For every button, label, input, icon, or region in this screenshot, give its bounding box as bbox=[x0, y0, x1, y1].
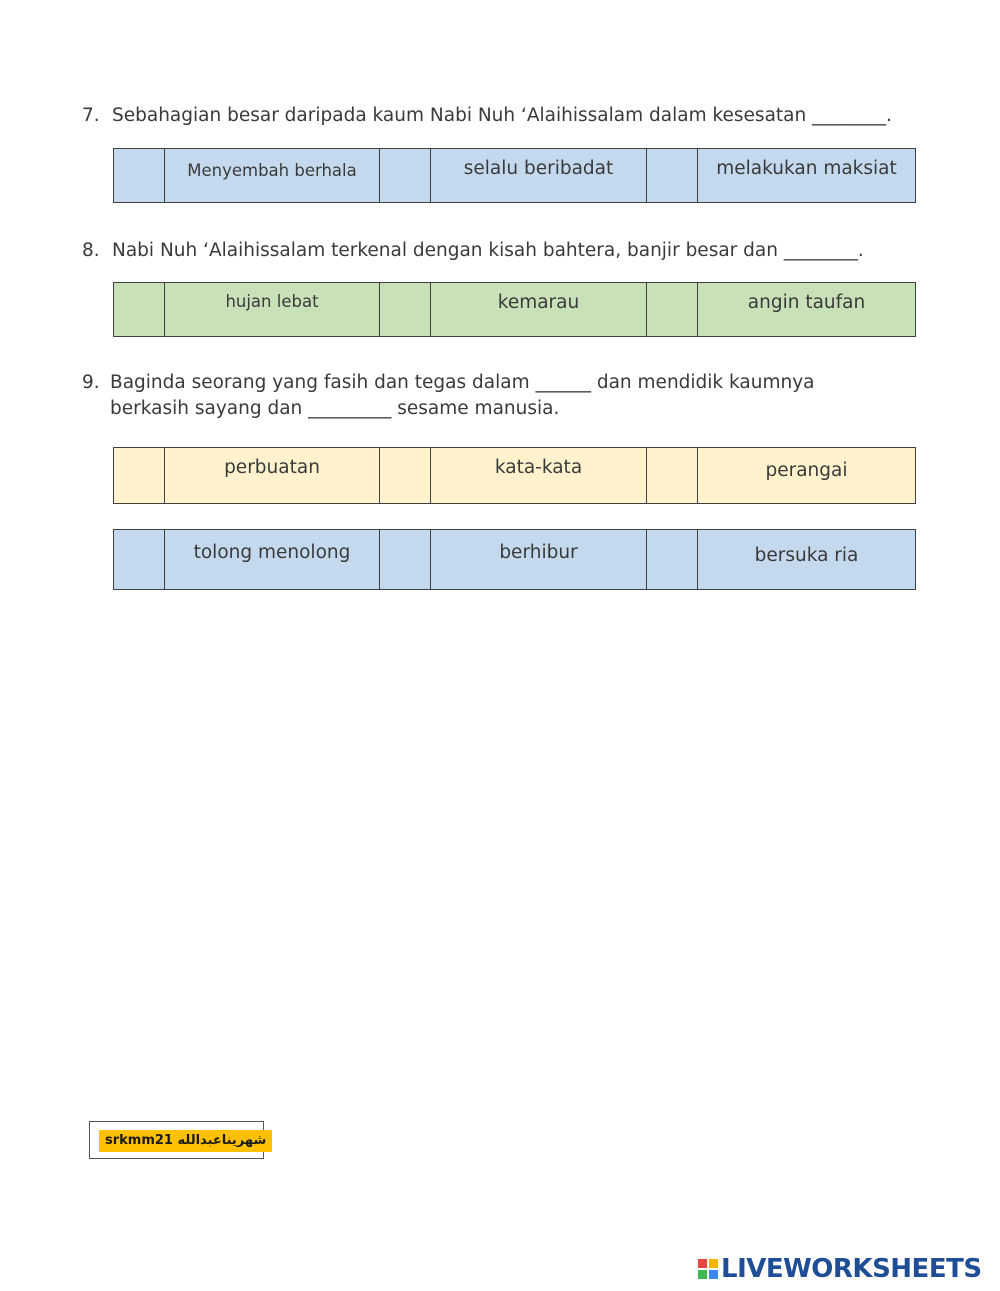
answer-checkbox[interactable] bbox=[379, 447, 431, 504]
answer-checkbox[interactable] bbox=[646, 282, 698, 337]
question-7: 7. Sebahagian besar daripada kaum Nabi Nu… bbox=[82, 103, 892, 129]
question-number: 8. bbox=[82, 240, 100, 261]
author-credit-box: srkmm21 شهريناعبدالله bbox=[89, 1121, 273, 1159]
option-label: berhibur bbox=[499, 542, 578, 563]
answer-checkbox[interactable] bbox=[646, 447, 698, 504]
answer-checkbox[interactable] bbox=[379, 529, 431, 590]
answer-checkbox[interactable] bbox=[113, 529, 165, 590]
option-label: selalu beribadat bbox=[463, 158, 614, 179]
option-label: tolong menolong bbox=[193, 542, 351, 563]
answer-row-q9-b: tolong menolong berhibur bersuka ria bbox=[113, 529, 916, 590]
logo-grid-icon bbox=[698, 1259, 718, 1279]
author-credit-label: srkmm21 شهريناعبدالله bbox=[99, 1130, 273, 1152]
option-label: perangai bbox=[765, 460, 848, 481]
option-label: perbuatan bbox=[224, 457, 320, 478]
question-number: 9. bbox=[82, 372, 100, 393]
answer-checkbox[interactable] bbox=[646, 148, 698, 203]
option-label: kata-kata bbox=[494, 457, 583, 478]
option-cell: kemarau bbox=[430, 282, 647, 337]
question-text-line-1: Baginda seorang yang fasih dan tegas dal… bbox=[110, 372, 815, 393]
answer-checkbox[interactable] bbox=[379, 282, 431, 337]
option-cell: melakukan maksiat bbox=[697, 148, 916, 203]
answer-row-q7: Menyembah berhala selalu beribadat melak… bbox=[113, 148, 916, 203]
option-label: melakukan maksiat bbox=[716, 158, 897, 179]
option-cell: Menyembah berhala bbox=[164, 148, 380, 203]
answer-checkbox[interactable] bbox=[113, 148, 165, 203]
option-cell: tolong menolong bbox=[164, 529, 380, 590]
option-cell: perangai bbox=[697, 447, 916, 504]
option-label: bersuka ria bbox=[754, 545, 859, 566]
question-text: Nabi Nuh ‘Alaihissalam terkenal dengan k… bbox=[112, 240, 864, 261]
brand-name: LIVEWORKSHEETS bbox=[721, 1254, 982, 1284]
question-8: 8. Nabi Nuh ‘Alaihissalam terkenal dengan… bbox=[82, 238, 864, 264]
question-text: Sebahagian besar daripada kaum Nabi Nuh … bbox=[112, 105, 892, 126]
option-cell: bersuka ria bbox=[697, 529, 916, 590]
option-label: angin taufan bbox=[747, 292, 866, 313]
option-cell: perbuatan bbox=[164, 447, 380, 504]
option-label: hujan lebat bbox=[225, 292, 319, 311]
option-cell: kata-kata bbox=[430, 447, 647, 504]
liveworksheets-logo: LIVEWORKSHEETS bbox=[698, 1254, 982, 1284]
answer-row-q8: hujan lebat kemarau angin taufan bbox=[113, 282, 916, 337]
option-cell: hujan lebat bbox=[164, 282, 380, 337]
answer-row-q9-a: perbuatan kata-kata perangai bbox=[113, 447, 916, 504]
answer-checkbox[interactable] bbox=[113, 282, 165, 337]
answer-checkbox[interactable] bbox=[646, 529, 698, 590]
option-label: Menyembah berhala bbox=[187, 161, 357, 180]
question-number: 7. bbox=[82, 105, 100, 126]
answer-checkbox[interactable] bbox=[113, 447, 165, 504]
question-9: 9. Baginda seorang yang fasih dan tegas d… bbox=[82, 370, 815, 422]
option-label: kemarau bbox=[497, 292, 580, 313]
answer-checkbox[interactable] bbox=[379, 148, 431, 203]
question-text-line-2: berkasih sayang dan _________ sesame man… bbox=[110, 398, 560, 419]
option-cell: selalu beribadat bbox=[430, 148, 647, 203]
option-cell: berhibur bbox=[430, 529, 647, 590]
option-cell: angin taufan bbox=[697, 282, 916, 337]
